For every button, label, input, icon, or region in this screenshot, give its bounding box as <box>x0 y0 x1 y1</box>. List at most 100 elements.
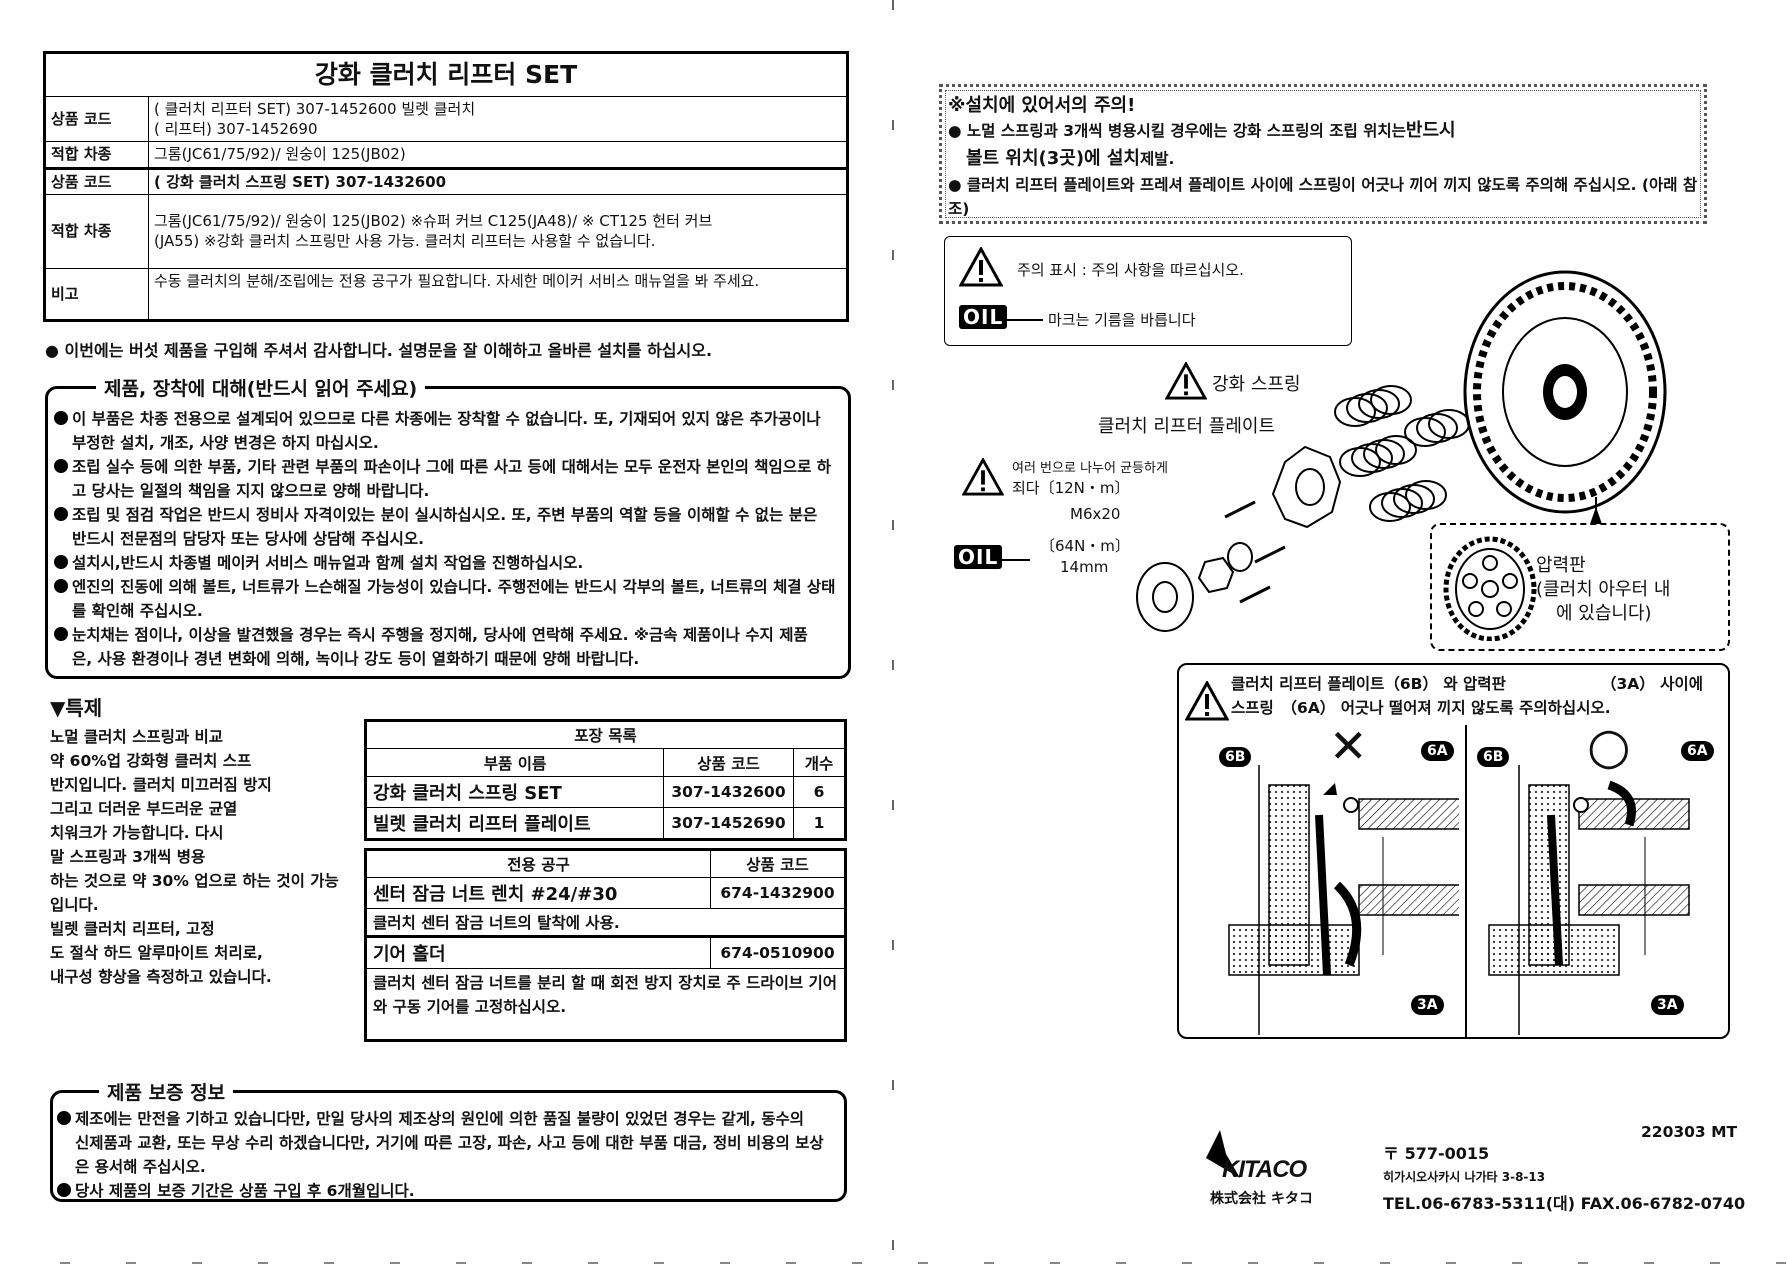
tool-desc: 클러치 센터 잠금 너트를 분리 할 때 회전 방지 장치로 주 드라이브 기어… <box>365 968 846 1041</box>
thanks-text: ● 이번에는 버섯 제품을 구입해 주셔서 감사합니다. 설명문을 잘 이해하고… <box>45 341 713 360</box>
callout-6a: 6A <box>1421 741 1454 761</box>
tool-name: 기어 홀더 <box>365 936 711 969</box>
legend-box: 주의 표시 : 주의 사항을 따르십시오. OIL 마크는 기름을 바릅니다 <box>944 236 1352 346</box>
list-item: 눈치채는 점이나, 이상을 발견했을 경우는 즉시 주행을 정지해, 당사에 연… <box>52 623 848 671</box>
packing-cell: 1 <box>793 807 846 840</box>
bullet-icon <box>54 459 68 474</box>
spec-label: 적합 차종 <box>44 141 149 169</box>
pressure-plate-note: (클러치 아우터 내 <box>1536 579 1671 600</box>
warning-triangle-icon <box>1185 681 1229 721</box>
features-title: ▼특제 <box>50 696 103 720</box>
legend-oil-row: OIL 마크는 기름을 바릅니다 <box>959 305 1196 330</box>
kitaco-logo-icon <box>1206 1130 1240 1178</box>
table-row: 강화 클러치 스프링 SET 307-1432600 6 <box>365 776 846 808</box>
list-item: 당사 제품의 보증 기간은 상품 구입 후 6개월입니다. <box>55 1179 844 1203</box>
detail-caption: （3A） 사이에 <box>1601 675 1703 693</box>
oil-icon: OIL <box>954 545 1003 569</box>
washer-illustration <box>1227 542 1253 572</box>
detail-caption: 클러치 리프터 플레이트（6B） 와 압력판 <box>1231 675 1506 693</box>
warning-triangle-icon <box>1165 362 1207 400</box>
section-title: 제품, 장착에 대해(반드시 읽어 주세요) <box>96 374 426 401</box>
section-title: 제품 보증 정보 <box>99 1078 234 1105</box>
lifter-plate-illustration <box>1271 445 1342 529</box>
legend-warn-text: 주의 표시 : 주의 사항을 따르십시오. <box>1017 261 1244 279</box>
product-notice-section: 제품, 장착에 대해(반드시 읽어 주세요) 이 부품은 차종 전용으로 설계되… <box>45 374 851 679</box>
tool-name: 센터 잠금 너트 렌치 #24/#30 <box>365 877 711 909</box>
packing-header: 상품 코드 <box>663 748 794 777</box>
feature-line: 말 스프링과 3개씩 병용 <box>50 848 206 866</box>
warning-triangle-icon <box>962 458 1004 496</box>
bullet-icon <box>54 411 68 425</box>
caution-line: 볼트 위치(3곳)에 설치제발. <box>966 147 1175 169</box>
packing-header: 개수 <box>793 748 846 777</box>
bullet-icon <box>54 579 68 594</box>
list-item: 조립 및 점검 작업은 반드시 정비사 자격이있는 분이 실시하십시오. 또, … <box>52 503 848 551</box>
document-code: 220303 MT <box>1641 1123 1738 1141</box>
packing-header: 부품 이름 <box>365 748 664 777</box>
tool-code: 674-1432900 <box>710 877 846 909</box>
list-item: 엔진의 진동에 의해 볼트, 너트류가 느슨해질 가능성이 있습니다. 주행전에… <box>52 575 848 623</box>
postal-code: 〒 577-0015 <box>1383 1144 1490 1163</box>
list-item: 조립 실수 등에 의한 부품, 기타 관련 부품의 파손이나 그에 따른 사고 … <box>52 455 848 503</box>
spec-value: ( 강화 클러치 스프링 SET) 307-1432600 <box>148 166 848 195</box>
tools-header: 전용 공구 <box>365 849 711 878</box>
spec-label: 비고 <box>44 267 149 321</box>
spec-value: 수동 클러치의 분해/조립에는 전용 공구가 필요합니다. 자세한 메이커 서비… <box>148 267 848 321</box>
tools-header: 상품 코드 <box>710 849 846 878</box>
correct-assembly-illustration <box>1488 765 1690 1035</box>
feature-line: 입니다. <box>50 896 99 914</box>
oil-icon: OIL <box>959 305 1008 329</box>
torque-note: 여러 번으로 나누어 균등하게 <box>1012 461 1168 476</box>
pressure-plate-note: 에 있습니다) <box>1556 603 1652 624</box>
spec-label: 적합 차종 <box>44 193 149 269</box>
callout-6a: 6A <box>1681 741 1714 761</box>
right-mark: ○ <box>1587 717 1631 775</box>
feature-line: 노멀 클러치 스프링과 비교 <box>50 728 224 746</box>
list-item: 제조에는 만전을 기하고 있습니다만, 만일 당사의 제조상의 원인에 의한 품… <box>55 1107 844 1179</box>
spec-value: 그롬(JC61/75/92)/ 원숭이 125(JB02) ※슈퍼 커브 C12… <box>148 193 848 269</box>
pressure-plate-illustration <box>1443 536 1537 641</box>
feature-line: 치워크가 가능합니다. 다시 <box>50 824 224 842</box>
spec-value: 그롬(JC61/75/92)/ 원숭이 125(JB02) <box>148 141 848 169</box>
notice-list: 이 부품은 차종 전용으로 설계되어 있으므로 다른 차종에는 장착할 수 없습… <box>48 389 848 671</box>
wrong-mark: ✕ <box>1329 719 1368 773</box>
torque-value-1: 죄다〔12N・m〕 <box>1012 479 1130 497</box>
spec-label: 상품 코드 <box>44 166 149 195</box>
warning-triangle-icon <box>959 247 1003 287</box>
bullet-icon <box>57 1183 71 1198</box>
callout-3a: 3A <box>1411 995 1444 1015</box>
bolt-size: M6x20 <box>1070 505 1121 523</box>
packing-cell: 빌렛 클러치 리프터 플레이트 <box>365 807 664 840</box>
callout-6b: 6B <box>1477 747 1510 767</box>
feature-line: 반지입니다. 클러치 미끄러짐 방지 <box>50 776 272 794</box>
special-tools-table: 전용 공구 상품 코드 센터 잠금 너트 렌치 #24/#30 674-1432… <box>364 848 847 1042</box>
callout-3a: 3A <box>1651 995 1684 1015</box>
brand-jp: 株式会社 キタコ <box>1210 1191 1313 1207</box>
caution-line: ● 클러치 리프터 플레이트와 프레셔 플레이트 사이에 스프링이 어긋나 끼어… <box>948 175 1698 194</box>
callout-6b: 6B <box>1219 747 1252 767</box>
caution-line: ● 노멀 스프링과 3개씩 병용시킬 경우에는 강화 스프링의 조립 위치는반드… <box>948 120 1456 141</box>
page-title: 강화 클러치 리프터 SET <box>44 52 848 97</box>
warranty-list: 제조에는 만전을 기하고 있습니다만, 만일 당사의 제조상의 원인에 의한 품… <box>53 1093 844 1203</box>
feature-line: 약 60%업 강화형 클러치 스프 <box>50 752 252 770</box>
legend-oil-text: 마크는 기름을 바릅니다 <box>1047 311 1196 329</box>
spring-label: 강화 스프링 <box>1212 374 1301 395</box>
address: 히가시오사카시 나가타 3-8-13 <box>1383 1170 1546 1184</box>
springs-illustration <box>1334 385 1470 522</box>
clutch-exploded-diagram <box>1136 270 1667 632</box>
caution-title: ※설치에 있어서의 주의! <box>948 95 1136 116</box>
nut-illustration <box>1197 556 1235 594</box>
feature-line: 내구성 향상을 측정하고 있습니다. <box>50 968 272 986</box>
warranty-section: 제품 보증 정보 제조에는 만전을 기하고 있습니다만, 만일 당사의 제조상의… <box>50 1078 847 1203</box>
oil-mark-row: OIL <box>954 545 1031 569</box>
spec-table: 강화 클러치 리프터 SET 상품 코드 ( 클러치 리프터 SET) 307-… <box>43 51 849 322</box>
nut-size: 14mm <box>1060 558 1109 576</box>
packing-cell: 307-1432600 <box>663 776 794 808</box>
table-row: 기어 홀더 674-0510900 <box>365 936 846 969</box>
list-item: 이 부품은 차종 전용으로 설계되어 있으므로 다른 차종에는 장착할 수 없습… <box>52 407 848 455</box>
packing-cell: 307-1452690 <box>663 807 794 840</box>
packing-cell: 강화 클러치 스프링 SET <box>365 776 664 808</box>
list-item: 설치시,반드시 차종별 메이커 서비스 매뉴얼과 함께 설치 작업을 진행하십시… <box>52 551 848 575</box>
